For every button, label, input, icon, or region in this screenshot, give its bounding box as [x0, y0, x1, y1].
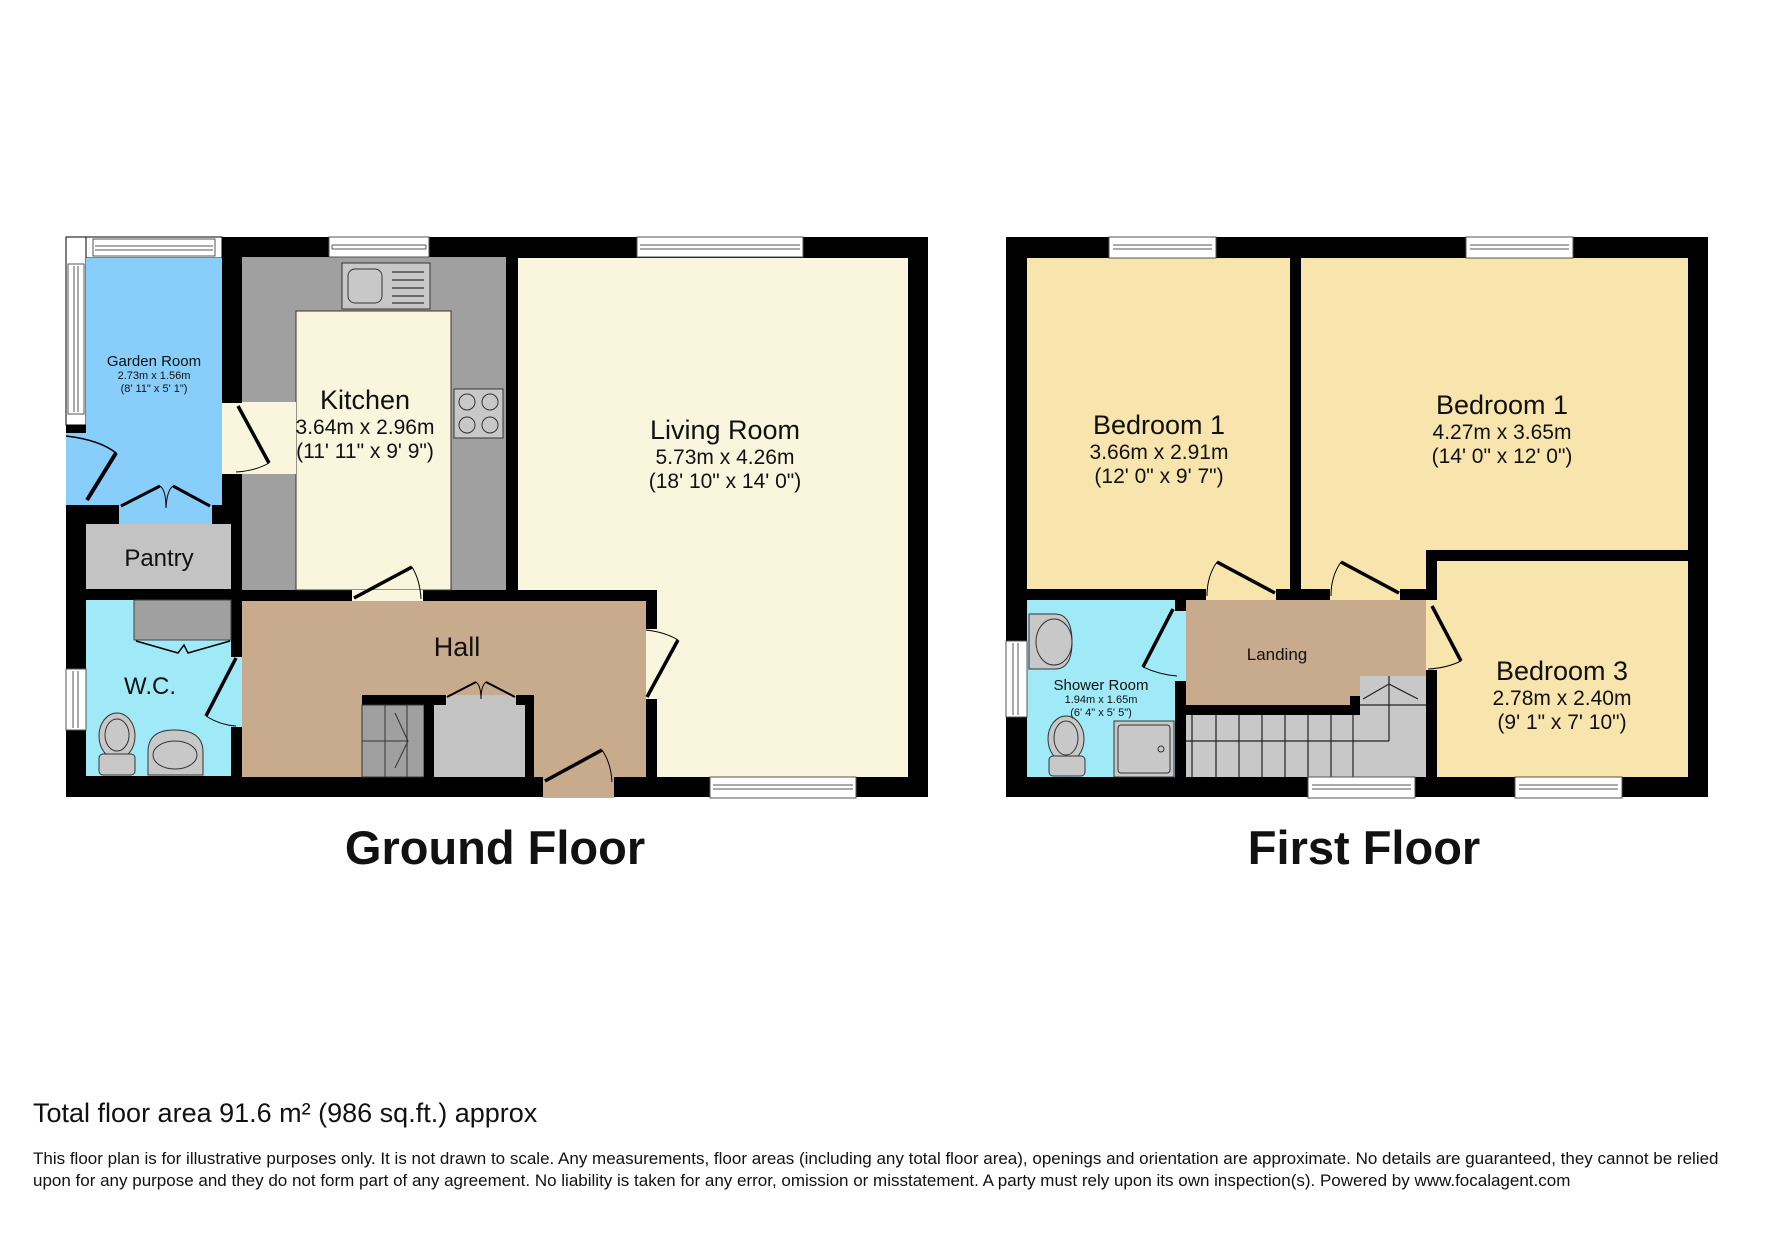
room-label-pantry: Pantry [124, 545, 193, 573]
room-name: Living Room [649, 415, 801, 445]
floor-title-ground: Ground Floor [344, 821, 646, 874]
room-name: Bedroom 3 [1495, 656, 1629, 686]
room-label-landing: Landing [1247, 645, 1308, 665]
bedroom-1-left-area [1027, 258, 1290, 589]
disclaimer-text: This floor plan is for illustrative purp… [33, 1149, 1719, 1190]
room-name: Pantry [124, 545, 194, 572]
first-floor-plan [1005, 236, 1708, 799]
pantry-area [86, 524, 231, 589]
room-metric: 4.27m x 3.65m [1432, 421, 1572, 445]
room-imperial: (14' 0" x 12' 0") [1431, 445, 1573, 469]
floor-title-first: First Floor [1247, 821, 1481, 874]
room-imperial: (6' 4" x 5' 5") [1070, 706, 1132, 719]
room-imperial: (8' 11" x 5' 1") [120, 382, 188, 395]
room-metric: 5.73m x 4.26m [655, 446, 795, 470]
room-imperial: (11' 11" x 9' 9") [296, 440, 434, 464]
room-label-bedroom-1-left: Bedroom 1 3.66m x 2.91m (12' 0" x 9' 7") [1090, 410, 1229, 489]
room-name: Landing [1246, 645, 1308, 664]
room-label-bedroom-1-right: Bedroom 1 4.27m x 3.65m (14' 0" x 12' 0"… [1432, 390, 1573, 469]
room-label-hall: Hall [434, 632, 481, 663]
ground-floor-plan [65, 236, 928, 799]
room-label-garden-room: Garden Room 2.73m x 1.56m (8' 11" x 5' 1… [107, 353, 201, 396]
room-label-kitchen: Kitchen 3.64m x 2.96m (11' 11" x 9' 9") [296, 385, 435, 464]
bedroom-3-area [1437, 561, 1688, 777]
room-imperial: (18' 10" x 14' 0") [648, 470, 802, 494]
floor-plan-drawing [65, 236, 1708, 799]
total-floor-area: Total floor area 91.6 m² (986 sq.ft.) ap… [33, 1098, 538, 1128]
bedroom-1-right-area [1301, 258, 1688, 550]
room-imperial: (12' 0" x 9' 7") [1094, 465, 1224, 489]
room-metric: 1.94m x 1.65m [1064, 694, 1138, 707]
room-name: Kitchen [319, 385, 411, 415]
room-name: Garden Room [106, 353, 202, 370]
room-name: Hall [433, 632, 481, 662]
room-label-bedroom-3: Bedroom 3 2.78m x 2.40m (9' 1" x 7' 10") [1493, 656, 1632, 735]
room-name: Bedroom 1 [1092, 410, 1226, 440]
room-metric: 3.66m x 2.91m [1089, 441, 1229, 465]
room-name: Bedroom 1 [1435, 390, 1569, 420]
room-label-living-room: Living Room 5.73m x 4.26m (18' 10" x 14'… [649, 415, 802, 494]
room-metric: 2.78m x 2.40m [1492, 687, 1632, 711]
room-label-wc: W.C. [124, 673, 176, 701]
room-metric: 2.73m x 1.56m [117, 370, 191, 383]
room-label-shower-room: Shower Room 1.94m x 1.65m (6' 4" x 5' 5"… [1053, 677, 1148, 720]
room-name: W.C. [124, 673, 176, 700]
room-name: Shower Room [1053, 677, 1149, 694]
room-imperial: (9' 1" x 7' 10") [1497, 711, 1627, 735]
room-metric: 3.64m x 2.96m [295, 416, 435, 440]
